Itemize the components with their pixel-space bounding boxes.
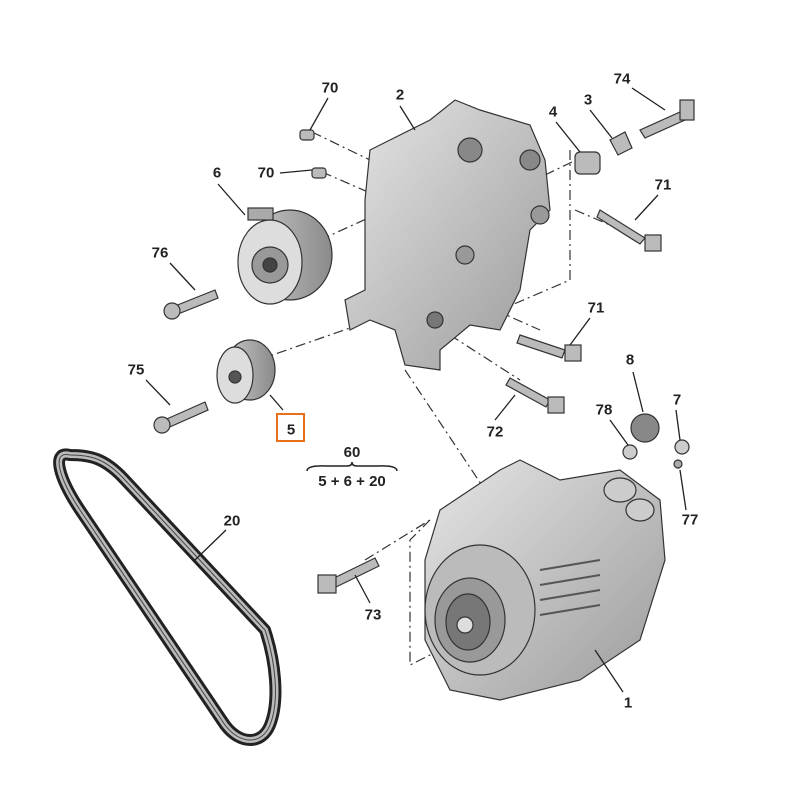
- highlight-box-part-5: [276, 413, 305, 442]
- part-label-76[interactable]: 76: [151, 244, 169, 262]
- part-label-73[interactable]: 73: [364, 606, 382, 624]
- assembly-lines: [257, 131, 611, 666]
- brace-icon: [306, 461, 398, 472]
- part-label-5[interactable]: 5: [286, 421, 296, 439]
- leader-lines: [145, 87, 687, 693]
- part-label-6[interactable]: 6: [212, 164, 222, 182]
- tensioner-pulley-6: [237, 207, 333, 305]
- belt-20: [53, 448, 282, 746]
- part-label-72[interactable]: 72: [486, 423, 504, 441]
- assembly-components: 5 + 6 + 20: [318, 473, 386, 490]
- part-label-71b[interactable]: 71: [587, 299, 605, 317]
- part-label-20[interactable]: 20: [223, 512, 241, 530]
- part-label-7[interactable]: 7: [672, 391, 682, 409]
- assembly-number[interactable]: 60: [343, 444, 361, 461]
- assembly-formula: 60 5 + 6 + 20: [302, 444, 402, 490]
- part-label-3[interactable]: 3: [583, 91, 593, 109]
- part-label-2[interactable]: 2: [395, 86, 405, 104]
- small-parts: [153, 99, 695, 594]
- part-label-74[interactable]: 74: [613, 70, 631, 88]
- part-label-8[interactable]: 8: [625, 351, 635, 369]
- part-label-4[interactable]: 4: [548, 103, 558, 121]
- part-label-70b[interactable]: 70: [257, 164, 275, 182]
- part-label-77[interactable]: 77: [681, 511, 699, 529]
- part-label-70[interactable]: 70: [321, 79, 339, 97]
- bracket-2: [344, 99, 551, 371]
- alternator-1: [424, 459, 666, 701]
- idler-pulley-5: [216, 339, 276, 404]
- part-label-78[interactable]: 78: [595, 401, 613, 419]
- part-label-1[interactable]: 1: [623, 694, 633, 712]
- part-label-71[interactable]: 71: [654, 176, 672, 194]
- part-label-75[interactable]: 75: [127, 361, 145, 379]
